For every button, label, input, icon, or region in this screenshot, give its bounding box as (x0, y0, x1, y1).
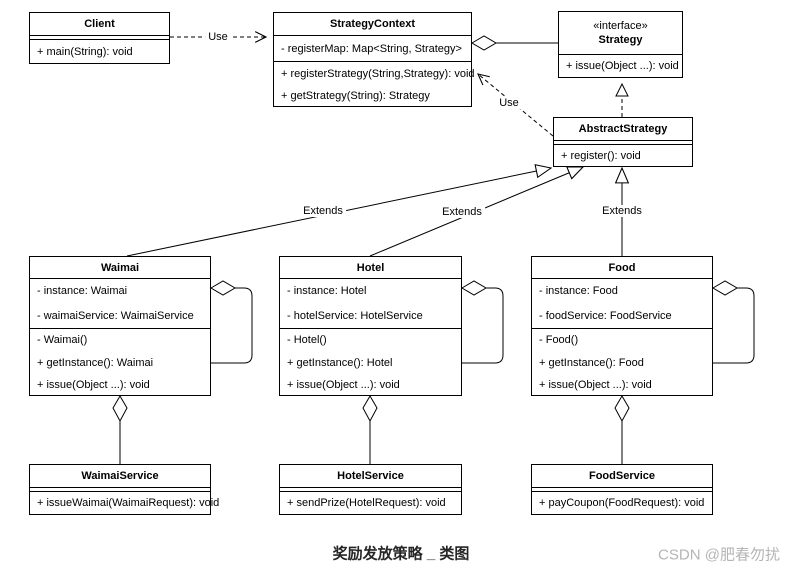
edge-realization-abstract-strategy (615, 82, 629, 117)
class-title: Food (608, 261, 636, 274)
method-row: + issue(Object ...): void (559, 54, 682, 77)
attributes-compartment-empty (532, 487, 712, 491)
method-row: + register(): void (554, 144, 692, 166)
class-title: FoodService (588, 470, 656, 482)
method-row: + getInstance(): Hotel (287, 356, 393, 369)
class-title: AbstractStrategy (578, 123, 668, 135)
method-row: + getStrategy(String): Strategy (281, 89, 430, 102)
attribute-row: - instance: Hotel (280, 278, 461, 303)
class-hotel-service: HotelService + sendPrize(HotelRequest): … (279, 464, 462, 515)
attribute-row: - foodService: FoodService (539, 309, 672, 322)
class-strategy-context: StrategyContext - registerMap: Map<Strin… (273, 12, 475, 107)
realization-triangle (615, 82, 629, 97)
class-title: «interface» Strategy (559, 12, 682, 54)
attributes-compartment-empty (30, 487, 210, 491)
aggregation-diamond (471, 35, 497, 51)
attributes-compartment-empty (30, 35, 169, 39)
method-row: + main(String): void (30, 39, 169, 63)
edge-label-use: Use (205, 31, 231, 43)
edge-label-use: Use (496, 97, 522, 109)
edge-aggregation-hotel-service (362, 395, 378, 464)
attribute-row: - registerMap: Map<String, Strategy> (274, 35, 471, 61)
class-title: Hotel (356, 261, 385, 274)
class-title: Client (84, 18, 115, 30)
class-waimai: Waimai - instance: Waimai - waimaiServic… (29, 256, 211, 396)
class-waimai-service: WaimaiService + issueWaimai(WaimaiReques… (29, 464, 219, 515)
edge-selfloop-food (712, 280, 755, 364)
attributes-compartment-empty (554, 140, 692, 144)
attribute-row: - instance: Waimai (30, 278, 210, 303)
class-strategy-interface: «interface» Strategy + issue(Object ...)… (558, 11, 683, 78)
edge-use-abstract-context (478, 74, 554, 137)
attribute-row: - instance: Food (532, 278, 712, 303)
class-title: WaimaiService (81, 470, 159, 482)
diagram-caption: 奖励发放策略 _ 类图 (332, 545, 470, 563)
edge-label-extends: Extends (300, 205, 346, 217)
edge-aggregation-context-strategy (471, 35, 558, 51)
class-name: Strategy (598, 34, 643, 46)
method-row: - Waimai() (30, 328, 210, 351)
class-client: Client + main(String): void (29, 12, 170, 64)
edge-selfloop-waimai (210, 280, 253, 364)
method-row: + getInstance(): Waimai (37, 356, 154, 369)
method-row: - Hotel() (280, 328, 461, 351)
method-row: + getInstance(): Food (539, 356, 644, 369)
method-row: + sendPrize(HotelRequest): void (280, 491, 461, 514)
method-row: + issue(Object ...): void (539, 378, 652, 391)
method-row: + issue(Object ...): void (37, 378, 150, 391)
attribute-row: - hotelService: HotelService (287, 309, 423, 322)
edge-label-extends: Extends (439, 206, 485, 218)
method-row: + issue(Object ...): void (287, 378, 400, 391)
method-row: + payCoupon(FoodRequest): void (532, 491, 712, 514)
class-food-service: FoodService + payCoupon(FoodRequest): vo… (531, 464, 713, 515)
edge-aggregation-food-service (614, 395, 630, 464)
class-title: HotelService (337, 470, 404, 482)
class-hotel: Hotel - instance: Hotel - hotelService: … (279, 256, 462, 396)
attributes-compartment-empty (280, 487, 461, 491)
stereotype-label: «interface» (593, 20, 648, 32)
csdn-watermark: CSDN @肥春勿扰 (658, 546, 780, 564)
method-row: - Food() (532, 328, 712, 351)
edge-label-extends: Extends (599, 205, 645, 217)
class-title: Waimai (100, 261, 140, 274)
method-row: + issueWaimai(WaimaiRequest): void (30, 491, 219, 514)
edge-selfloop-hotel (461, 280, 504, 364)
class-food: Food - instance: Food - foodService: Foo… (531, 256, 713, 396)
attribute-row: - waimaiService: WaimaiService (37, 309, 194, 322)
method-row: + registerStrategy(String,Strategy): voi… (274, 61, 475, 85)
class-abstract-strategy: AbstractStrategy + register(): void (553, 117, 693, 167)
class-title: StrategyContext (330, 18, 415, 30)
edge-aggregation-waimai-service (112, 395, 128, 464)
